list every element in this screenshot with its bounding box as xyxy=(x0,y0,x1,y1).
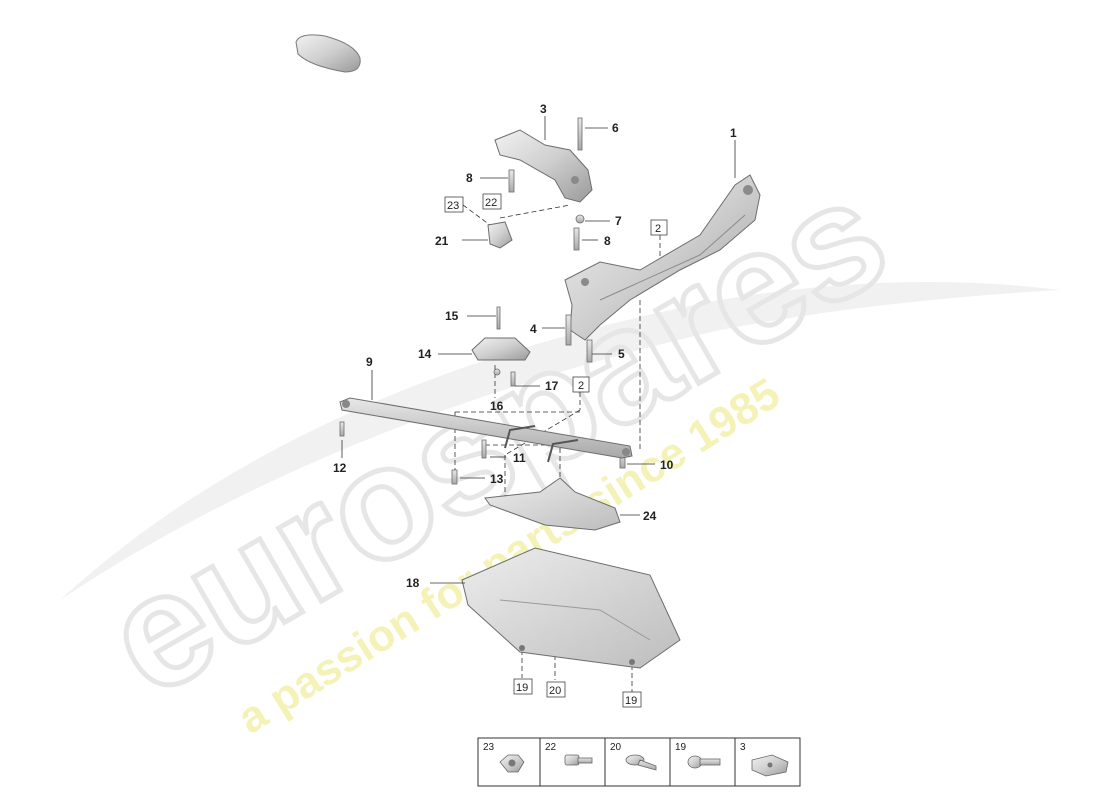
callout-9: 9 xyxy=(366,355,373,369)
bolt-8a xyxy=(508,169,515,193)
legend-number: 23 xyxy=(483,742,495,753)
callout-12: 12 xyxy=(333,461,347,475)
callout-20: 20 xyxy=(549,685,561,697)
legend-number: 19 xyxy=(675,742,687,753)
legend-number: 20 xyxy=(610,742,622,753)
callout-6: 6 xyxy=(612,121,619,135)
bolt-11a xyxy=(481,439,487,459)
callout-3: 3 xyxy=(540,102,547,116)
heat-shield-part xyxy=(484,477,621,531)
bolt-12 xyxy=(339,421,345,437)
watermark-swoosh xyxy=(60,282,1060,600)
callout-8a: 8 xyxy=(466,171,473,185)
callout-17: 17 xyxy=(545,379,559,393)
callout-8b: 8 xyxy=(604,234,611,248)
bracket-part xyxy=(494,129,593,203)
callout-15: 15 xyxy=(445,309,459,323)
underbody-panel-part xyxy=(461,547,681,669)
callout-19a: 19 xyxy=(516,682,528,694)
bolt-8b xyxy=(573,227,580,251)
callouts: 1 3 6 8 7 8 21 4 5 15 14 17 16 9 12 10 1… xyxy=(333,102,737,590)
mount-part xyxy=(471,337,531,361)
bolt-4 xyxy=(565,314,572,346)
nut-7 xyxy=(575,214,585,224)
callout-14: 14 xyxy=(418,347,432,361)
legend-cell-20: 20 xyxy=(610,742,657,771)
callout-5: 5 xyxy=(618,347,625,361)
washer-16 xyxy=(493,368,501,376)
push-rivet-icon xyxy=(625,754,657,771)
callout-2b: 2 xyxy=(578,380,584,392)
grommet-part xyxy=(295,34,361,73)
callout-11: 11 xyxy=(513,451,526,465)
callout-19b: 19 xyxy=(625,695,637,707)
flange-bolt-icon xyxy=(687,755,721,769)
leader-lines xyxy=(454,204,661,692)
callout-16: 16 xyxy=(490,399,504,413)
callout-23: 23 xyxy=(447,200,459,212)
legend-cell-3: 3 xyxy=(740,742,789,777)
legend-cell-19: 19 xyxy=(675,742,721,769)
callout-1: 1 xyxy=(730,126,737,140)
fastener-legend: 23 22 20 19 xyxy=(477,737,801,787)
callout-2a: 2 xyxy=(655,223,661,235)
legend-number: 22 xyxy=(545,742,557,753)
bolt-icon xyxy=(564,754,593,766)
legend-number: 3 xyxy=(740,742,746,753)
callout-10: 10 xyxy=(660,458,674,472)
bolt-6 xyxy=(577,117,583,151)
clip-nut-icon xyxy=(751,754,789,777)
legend-cell-23: 23 xyxy=(483,742,525,773)
small-bracket-part xyxy=(487,221,513,249)
callout-18: 18 xyxy=(406,576,420,590)
callout-21: 21 xyxy=(435,234,449,248)
callout-7: 7 xyxy=(615,214,622,228)
bar-brackets-part xyxy=(504,425,579,463)
bolt-13 xyxy=(451,469,458,485)
boxed-callouts: 2 2 23 22 19 20 19 xyxy=(444,193,668,708)
callout-13: 13 xyxy=(490,472,504,486)
subframe-part xyxy=(564,174,761,341)
callout-4: 4 xyxy=(530,322,537,336)
bolt-15 xyxy=(496,306,501,330)
bolts xyxy=(339,117,626,485)
callout-24: 24 xyxy=(643,509,657,523)
nut-icon xyxy=(499,754,525,773)
bolt-5 xyxy=(586,339,593,363)
legend-cell-22: 22 xyxy=(545,742,593,766)
bolt-17 xyxy=(510,371,516,387)
callout-22: 22 xyxy=(485,197,497,209)
callout-leaders xyxy=(341,116,736,584)
